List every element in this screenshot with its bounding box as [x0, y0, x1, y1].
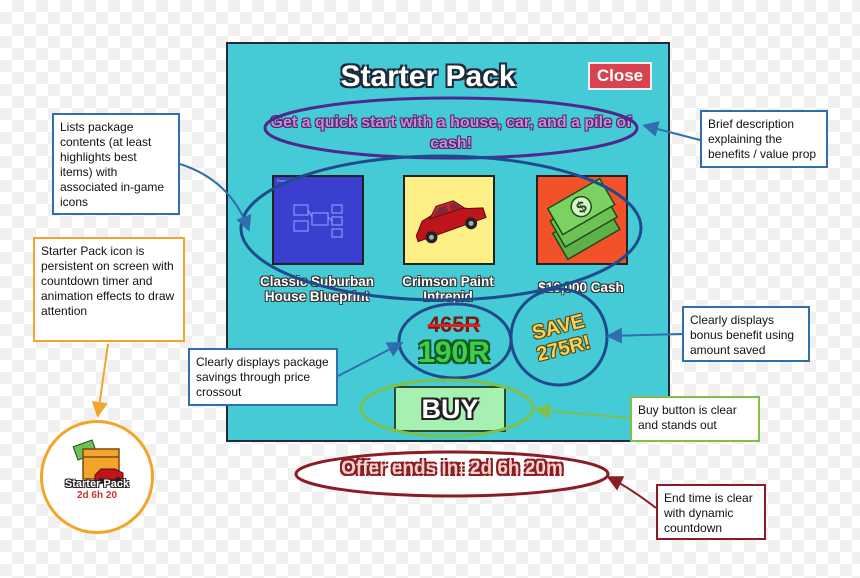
note-end-time: End time is clear with dynamic countdown	[656, 484, 766, 540]
arrow-end-time	[606, 476, 657, 509]
cash-stack-icon: $	[536, 175, 628, 265]
item-label-car: Crimson Paint Intrepid	[402, 274, 494, 304]
buy-button[interactable]: BUY	[394, 386, 506, 432]
close-button[interactable]: Close	[588, 62, 652, 90]
note-price-savings: Clearly displays package savings through…	[188, 348, 338, 406]
panel-title: Starter Pack	[340, 60, 516, 93]
sale-price: 190R	[418, 336, 490, 369]
offer-countdown: Offer ends in: 2d 6h 20m	[341, 458, 563, 479]
arrow-persistent-icon	[91, 343, 109, 418]
note-package-contents: Lists package contents (at least highlig…	[52, 113, 180, 215]
starter-pack-icon-timer: 2d 6h 20	[76, 490, 118, 501]
item-label-cash: $10,000 Cash	[538, 280, 624, 295]
note-description: Brief description explaining the benefit…	[700, 110, 828, 168]
note-bonus-benefit: Clearly displays bonus benefit using amo…	[682, 306, 810, 362]
note-persistent-icon: Starter Pack icon is persistent on scree…	[33, 237, 185, 342]
original-price: 465R	[427, 312, 481, 337]
starter-pack-icon-label: Starter Pack	[64, 478, 130, 490]
red-car-icon	[403, 175, 495, 265]
savings-badge: SAVE 275R!	[512, 306, 610, 370]
starter-pack-icon-art	[72, 439, 124, 484]
note-buy-button: Buy button is clear and stands out	[630, 396, 760, 442]
item-label-house: Classic Suburban House Blueprint	[259, 274, 375, 304]
starter-pack-shortcut-icon[interactable]	[40, 420, 154, 534]
blueprint-icon: Floor 1	[272, 175, 364, 265]
pack-description: Get a quick start with a house, car, and…	[270, 114, 632, 152]
